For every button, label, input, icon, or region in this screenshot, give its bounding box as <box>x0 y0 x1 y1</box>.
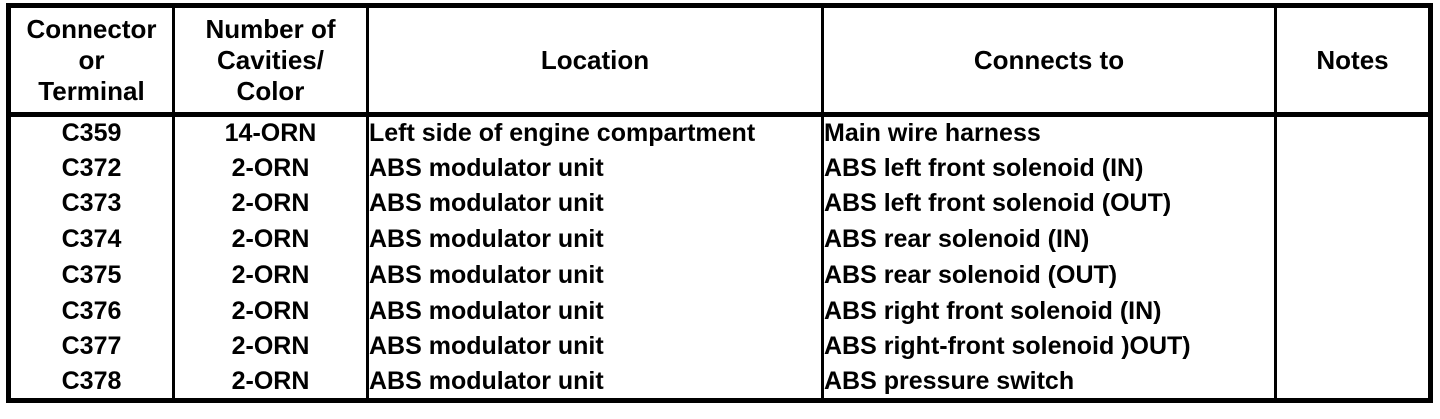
cell-connects-to: ABS left front solenoid (OUT) <box>821 186 1277 222</box>
cell-cavities: 2-ORN <box>172 293 369 329</box>
cell-notes <box>1274 364 1432 401</box>
table-row: C359 14-ORN Left side of engine compartm… <box>7 114 1432 151</box>
cell-connects-to: ABS left front solenoid (IN) <box>821 150 1277 186</box>
cell-notes <box>1274 150 1432 186</box>
cell-connector: C378 <box>7 364 175 401</box>
header-connects-to: Connects to <box>821 5 1277 117</box>
cell-location: ABS modulator unit <box>366 257 824 294</box>
table-header-row: Connector or Terminal Number of Cavities… <box>7 5 1432 117</box>
cell-connector: C376 <box>7 293 175 329</box>
table-row: C374 2-ORN ABS modulator unit ABS rear s… <box>7 221 1432 258</box>
cell-cavities: 14-ORN <box>172 114 369 151</box>
cell-notes <box>1274 293 1432 329</box>
cell-cavities: 2-ORN <box>172 257 369 294</box>
cell-notes <box>1274 221 1432 258</box>
cell-connector: C374 <box>7 221 175 258</box>
cell-connects-to: ABS rear solenoid (OUT) <box>821 257 1277 294</box>
cell-connector: C372 <box>7 150 175 186</box>
cell-connects-to: ABS rear solenoid (IN) <box>821 221 1277 258</box>
cell-connects-to: ABS pressure switch <box>821 364 1277 401</box>
header-connector-or-terminal: Connector or Terminal <box>7 5 175 117</box>
cell-location: Left side of engine compartment <box>366 114 824 151</box>
cell-cavities: 2-ORN <box>172 329 369 365</box>
header-notes: Notes <box>1274 5 1432 117</box>
cell-connector: C377 <box>7 329 175 365</box>
cell-notes <box>1274 257 1432 294</box>
cell-connector: C373 <box>7 186 175 222</box>
cell-connector: C359 <box>7 114 175 151</box>
cell-cavities: 2-ORN <box>172 150 369 186</box>
table-row: C378 2-ORN ABS modulator unit ABS pressu… <box>7 364 1432 401</box>
table-row: C372 2-ORN ABS modulator unit ABS left f… <box>7 150 1432 186</box>
table-row: C377 2-ORN ABS modulator unit ABS right-… <box>7 329 1432 365</box>
table-row: C373 2-ORN ABS modulator unit ABS left f… <box>7 186 1432 222</box>
cell-cavities: 2-ORN <box>172 186 369 222</box>
table-row: C375 2-ORN ABS modulator unit ABS rear s… <box>7 257 1432 294</box>
cell-connects-to: ABS right front solenoid (IN) <box>821 293 1277 329</box>
header-number-of-cavities-color: Number of Cavities/ Color <box>172 5 369 117</box>
cell-connects-to: Main wire harness <box>821 114 1277 151</box>
cell-notes <box>1274 114 1432 151</box>
cell-connector: C375 <box>7 257 175 294</box>
header-location: Location <box>366 5 824 117</box>
connector-terminal-table: Connector or Terminal Number of Cavities… <box>6 3 1433 403</box>
cell-location: ABS modulator unit <box>366 364 824 401</box>
cell-location: ABS modulator unit <box>366 293 824 329</box>
cell-location: ABS modulator unit <box>366 221 824 258</box>
table-row: C376 2-ORN ABS modulator unit ABS right … <box>7 293 1432 329</box>
cell-notes <box>1274 186 1432 222</box>
cell-location: ABS modulator unit <box>366 150 824 186</box>
cell-notes <box>1274 329 1432 365</box>
cell-location: ABS modulator unit <box>366 186 824 222</box>
cell-connects-to: ABS right-front solenoid )OUT) <box>821 329 1277 365</box>
cell-location: ABS modulator unit <box>366 329 824 365</box>
cell-cavities: 2-ORN <box>172 364 369 401</box>
cell-cavities: 2-ORN <box>172 221 369 258</box>
